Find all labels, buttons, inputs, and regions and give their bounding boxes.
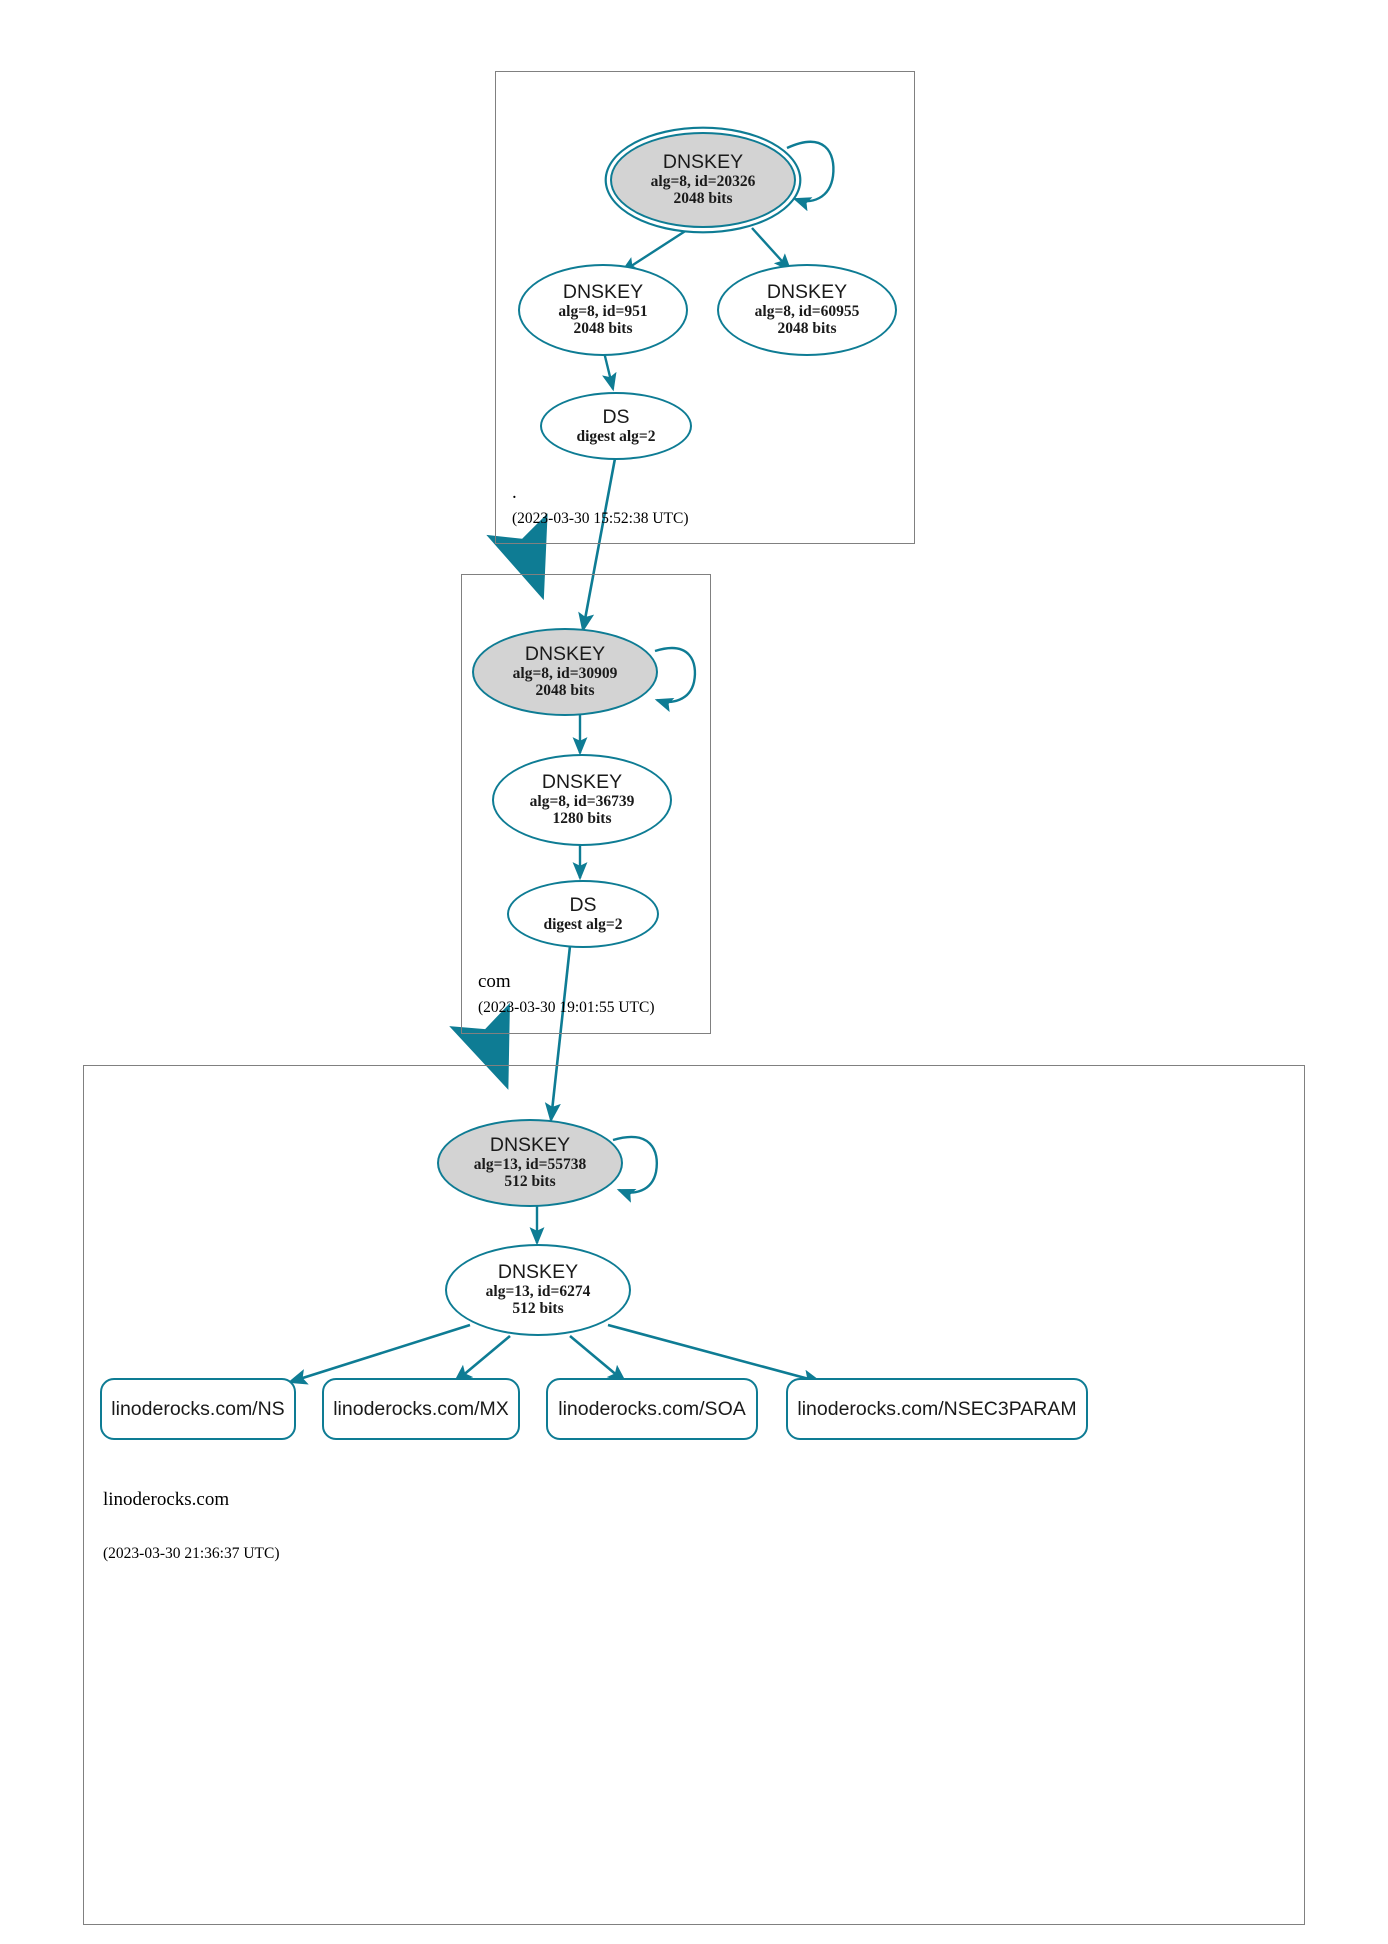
node-dnskey-com-zsk[interactable]: DNSKEY alg=8, id=36739 1280 bits [492,754,672,846]
node-ds-root[interactable]: DS digest alg=2 [540,392,692,460]
node-size: 2048 bits [673,190,733,208]
node-detail: digest alg=2 [576,427,656,445]
edge-delegation-root-to-com [486,513,548,601]
node-ds-com[interactable]: DS digest alg=2 [507,880,659,948]
node-detail: alg=8, id=30909 [512,664,618,682]
node-detail: alg=8, id=36739 [529,792,635,810]
node-type-label: DS [569,894,597,917]
node-dnskey-root-zsk-951[interactable]: DNSKEY alg=8, id=951 2048 bits [518,264,688,356]
edge-delegation-com-to-linoderocks [449,1002,510,1090]
node-type-label: DNSKEY [662,151,744,174]
node-size: 2048 bits [573,320,633,338]
node-rrset-soa[interactable]: linoderocks.com/SOA [546,1378,758,1440]
node-type-label: DNSKEY [497,1261,579,1284]
node-detail: alg=8, id=951 [558,302,648,320]
zone-box-com [461,574,711,1034]
node-dnskey-root-ksk[interactable]: DNSKEY alg=8, id=20326 2048 bits [610,132,796,228]
node-size: 1280 bits [552,810,612,828]
node-size: 512 bits [504,1173,556,1191]
zone-label-linoderocks: linoderocks.com [103,1489,230,1510]
node-size: 2048 bits [777,320,837,338]
rrset-label: linoderocks.com/NSEC3PARAM [797,1397,1077,1420]
zone-timestamp-root: (2023-03-30 15:52:38 UTC) [512,510,689,527]
node-rrset-mx[interactable]: linoderocks.com/MX [322,1378,520,1440]
node-dnskey-linoderocks-zsk[interactable]: DNSKEY alg=13, id=6274 512 bits [445,1244,631,1336]
node-type-label: DNSKEY [766,281,848,304]
zone-box-root [495,71,915,544]
node-type-label: DS [602,406,630,429]
node-detail: alg=8, id=60955 [754,302,860,320]
node-detail: alg=13, id=6274 [485,1282,591,1300]
node-size: 2048 bits [535,682,595,700]
zone-label-root: . [512,482,517,503]
node-detail: alg=8, id=20326 [650,172,756,190]
node-rrset-nsec3param[interactable]: linoderocks.com/NSEC3PARAM [786,1378,1088,1440]
node-detail: digest alg=2 [543,915,623,933]
rrset-label: linoderocks.com/NS [111,1397,285,1420]
node-size: 512 bits [512,1300,564,1318]
node-rrset-ns[interactable]: linoderocks.com/NS [100,1378,296,1440]
node-type-label: DNSKEY [562,281,644,304]
rrset-label: linoderocks.com/MX [333,1397,509,1420]
node-dnskey-com-ksk[interactable]: DNSKEY alg=8, id=30909 2048 bits [472,628,658,716]
node-type-label: DNSKEY [489,1134,571,1157]
node-dnskey-root-zsk-60955[interactable]: DNSKEY alg=8, id=60955 2048 bits [717,264,897,356]
node-type-label: DNSKEY [524,643,606,666]
zone-box-linoderocks [83,1065,1305,1925]
node-type-label: DNSKEY [541,771,623,794]
node-dnskey-linoderocks-ksk[interactable]: DNSKEY alg=13, id=55738 512 bits [437,1119,623,1207]
node-detail: alg=13, id=55738 [473,1155,587,1173]
zone-label-com: com [478,971,511,992]
rrset-label: linoderocks.com/SOA [558,1397,746,1420]
zone-timestamp-linoderocks: (2023-03-30 21:36:37 UTC) [103,1545,280,1562]
zone-timestamp-com: (2023-03-30 19:01:55 UTC) [478,999,655,1016]
